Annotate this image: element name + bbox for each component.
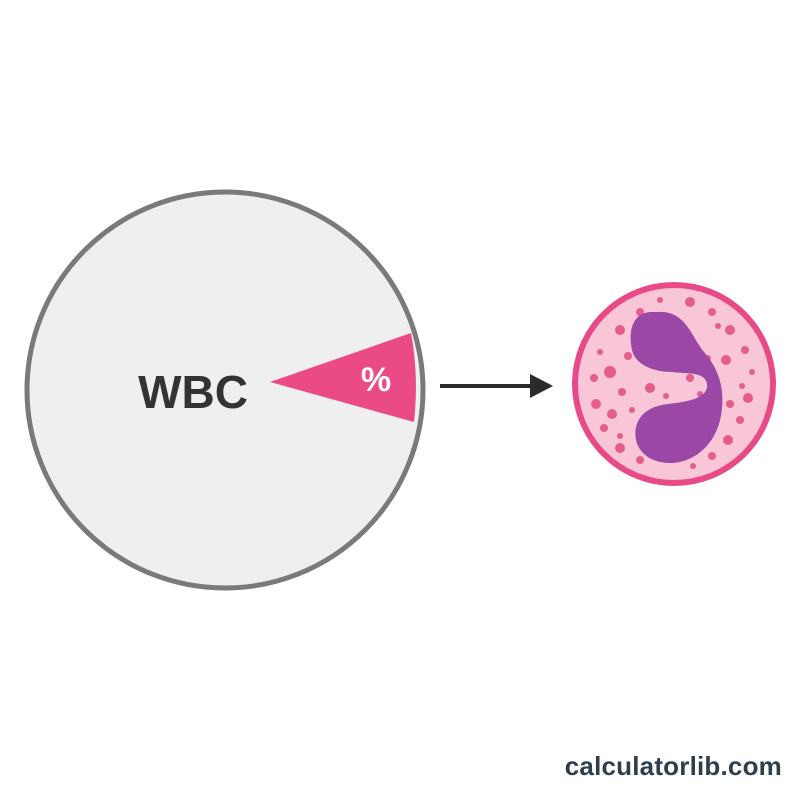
- site-watermark: calculatorlib.com: [564, 751, 782, 781]
- wbc-label: WBC: [138, 366, 248, 418]
- nucleus: [630, 311, 723, 464]
- percent-label: %: [361, 361, 391, 399]
- wbc-total-circle: [24, 189, 426, 591]
- percentage-wedge: [270, 333, 416, 422]
- cell-membrane: [572, 282, 776, 486]
- neutrophil-cell-icon: [572, 282, 776, 486]
- arrow-right-icon: [440, 374, 553, 398]
